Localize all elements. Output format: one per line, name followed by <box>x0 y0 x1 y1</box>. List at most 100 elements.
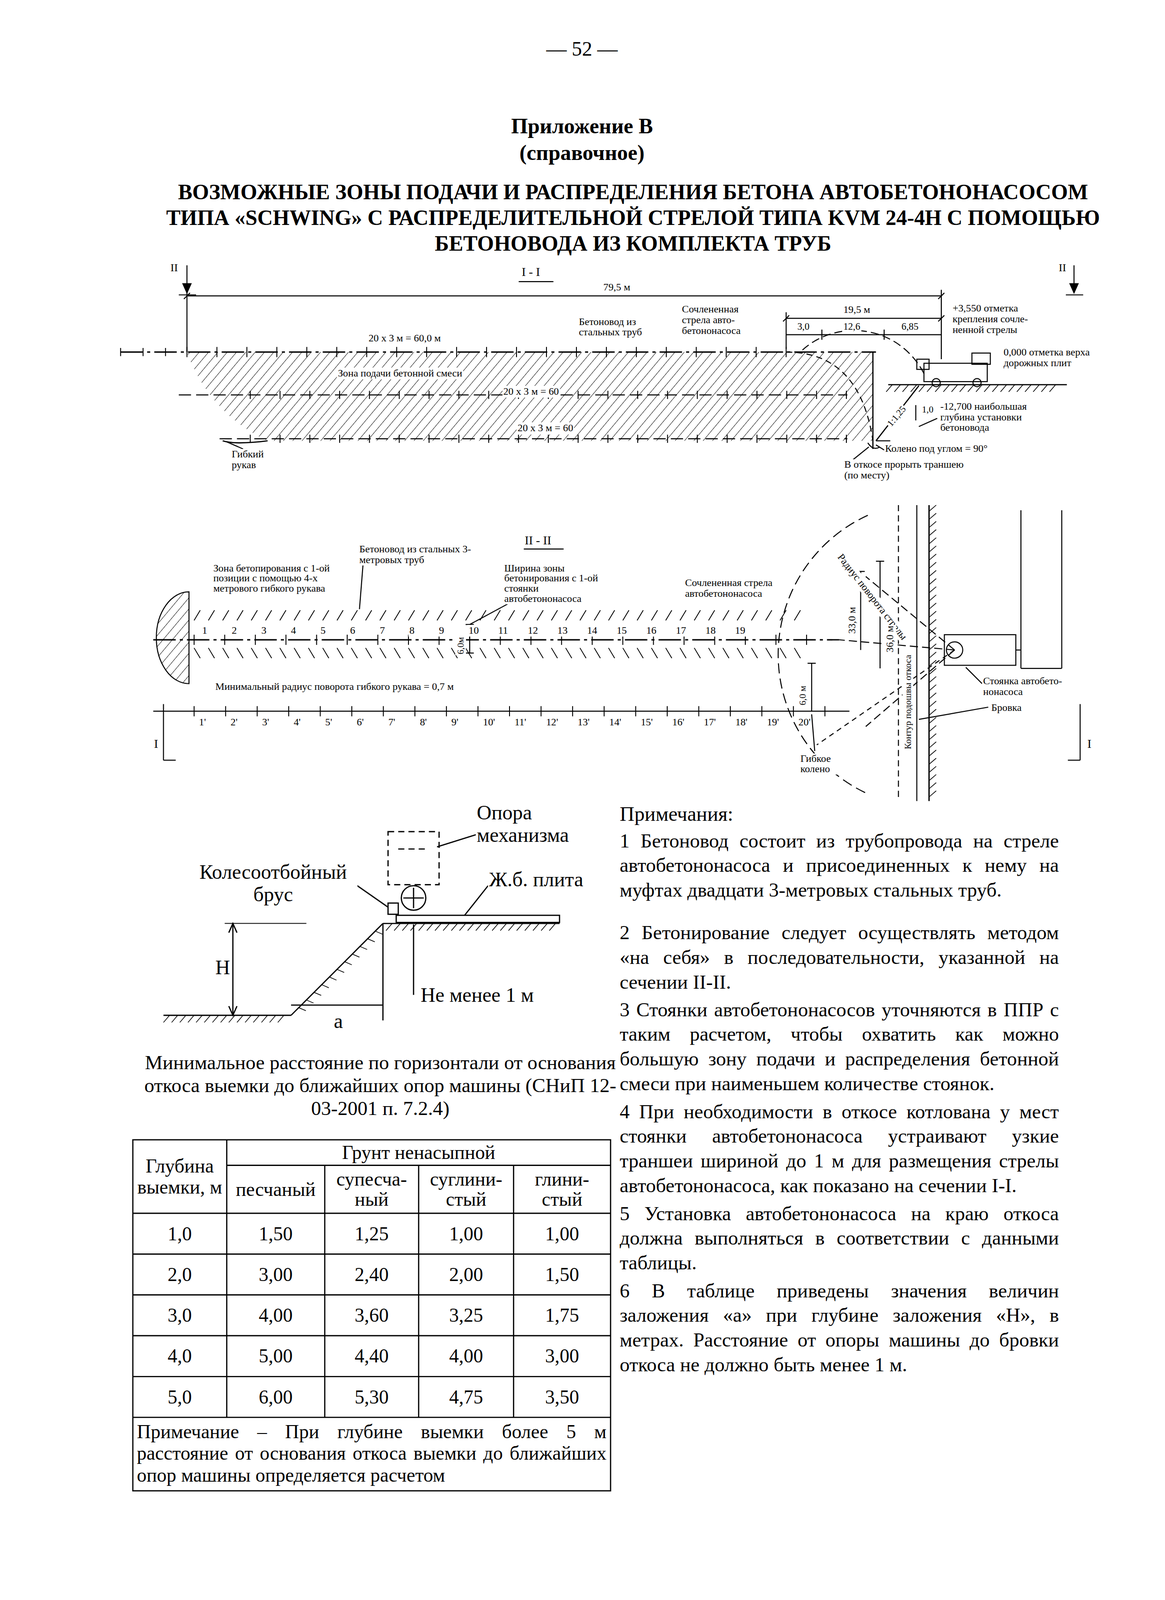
drawing-stroke <box>580 648 587 659</box>
drawing-part <box>971 353 991 365</box>
section-title: II - II <box>524 533 553 548</box>
table-cell: 4,00 <box>226 1295 325 1337</box>
drawing-stroke <box>456 347 458 358</box>
drawing-stroke <box>366 347 368 358</box>
annotation-label: Ж.б. плита <box>487 867 584 892</box>
table-cell: 6,00 <box>226 1377 325 1419</box>
note-text: 5 Установка автобетононасоса на краю отк… <box>618 1201 1060 1276</box>
drawing-part <box>187 295 942 297</box>
drawing-part <box>354 883 388 908</box>
callout-number: 14' <box>608 716 623 729</box>
table-caption: Минимальное расстояние по горизонтали от… <box>143 1051 619 1121</box>
drawing-part <box>524 548 564 550</box>
drawing-stroke <box>228 1015 235 1023</box>
drawing-part <box>162 704 164 761</box>
drawing-stroke <box>551 648 558 659</box>
drawing-stroke <box>517 434 519 443</box>
drawing-stroke <box>845 391 847 400</box>
drawing-stroke <box>786 434 788 443</box>
callout-number: 11' <box>513 716 528 729</box>
drawing-stroke <box>546 347 547 358</box>
drawing-stroke <box>679 648 686 659</box>
drawing-stroke <box>428 434 430 443</box>
drawing-stroke <box>775 634 777 646</box>
drawing-stroke <box>351 610 358 621</box>
drawing-stroke <box>253 1015 260 1023</box>
drawing-part <box>938 315 945 322</box>
drawing-part <box>778 515 868 795</box>
drawing-stroke <box>577 391 579 400</box>
slope-ratio: 1:1,25 <box>884 403 909 430</box>
drawing-part <box>398 848 429 851</box>
drawing-stroke <box>1016 385 1023 393</box>
drawing-stroke <box>393 610 401 621</box>
drawing-stroke <box>667 391 669 400</box>
drawing-part <box>132 1417 611 1419</box>
drawing-stroke <box>1008 385 1015 393</box>
callout-number: 3 <box>260 625 268 637</box>
drawing-stroke <box>667 434 669 443</box>
callout-number: 16' <box>671 716 686 729</box>
drawing-stroke <box>910 385 917 393</box>
callout-number: 19 <box>734 625 747 637</box>
drawing-stroke <box>500 923 507 931</box>
drawing-stroke <box>251 648 258 659</box>
drawing-stroke <box>1049 385 1056 393</box>
drawing-stroke <box>344 961 352 966</box>
table-cell: глини- стый <box>513 1165 611 1215</box>
drawing-stroke <box>929 562 937 569</box>
drawing-stroke <box>351 706 353 717</box>
drawing-stroke <box>929 538 937 545</box>
drawing-part <box>219 438 848 440</box>
drawing-stroke <box>929 652 937 659</box>
drawing-stroke <box>336 347 338 358</box>
drawing-stroke <box>194 648 201 659</box>
drawing-part <box>418 1165 420 1419</box>
drawing-stroke <box>951 385 958 393</box>
drawing-stroke <box>308 610 315 621</box>
drawing-stroke <box>926 385 933 393</box>
drawing-stroke <box>329 977 337 981</box>
annotation-label: -12,700 наибольшая глубина установки бет… <box>939 401 1047 434</box>
drawing-stroke <box>635 706 637 717</box>
callout-number: 2' <box>229 716 239 729</box>
callout-number: 4 <box>290 625 298 637</box>
drawing-stroke <box>540 706 542 717</box>
drawing-stroke <box>918 385 925 393</box>
drawing-stroke <box>737 610 744 621</box>
dimension-label: 20 х 3 м = 60 <box>516 422 575 435</box>
drawing-stroke <box>509 706 510 717</box>
drawing-stroke <box>696 434 698 443</box>
drawing-stroke <box>929 774 937 781</box>
drawing-stroke <box>635 347 637 358</box>
drawing-stroke <box>426 923 433 931</box>
drawing-part <box>811 663 813 712</box>
drawing-part <box>965 667 983 685</box>
drawing-stroke <box>488 434 490 443</box>
table-cell: супесча- ный <box>324 1165 419 1215</box>
dimension-label: 20 х 3 м = 60 <box>502 385 561 398</box>
drawing-part <box>1070 283 1078 294</box>
drawing-stroke <box>594 610 601 621</box>
drawing-stroke <box>929 758 937 765</box>
drawing-stroke <box>943 385 950 393</box>
drawing-stroke <box>508 610 515 621</box>
drawing-stroke <box>249 391 251 400</box>
drawing-stroke <box>222 648 229 659</box>
table-cell: 3,60 <box>324 1295 419 1337</box>
annotation-label: 0,000 отметка верха дорожных плит <box>1002 347 1100 369</box>
drawing-stroke <box>488 391 490 400</box>
table-cell: 5,00 <box>226 1336 325 1378</box>
drawing-stroke <box>377 634 379 646</box>
drawing-stroke <box>165 348 167 357</box>
drawing-stroke <box>336 610 343 621</box>
drawing-part <box>786 352 873 442</box>
drawing-stroke <box>365 610 372 621</box>
annotation-label: Бетоновод из стальных труб <box>577 316 646 339</box>
drawing-stroke <box>975 385 983 393</box>
callout-number: 19' <box>765 716 780 729</box>
drawing-stroke <box>445 706 447 717</box>
drawing-stroke <box>322 648 329 659</box>
drawing-stroke <box>824 706 826 717</box>
drawing-stroke <box>436 610 444 621</box>
